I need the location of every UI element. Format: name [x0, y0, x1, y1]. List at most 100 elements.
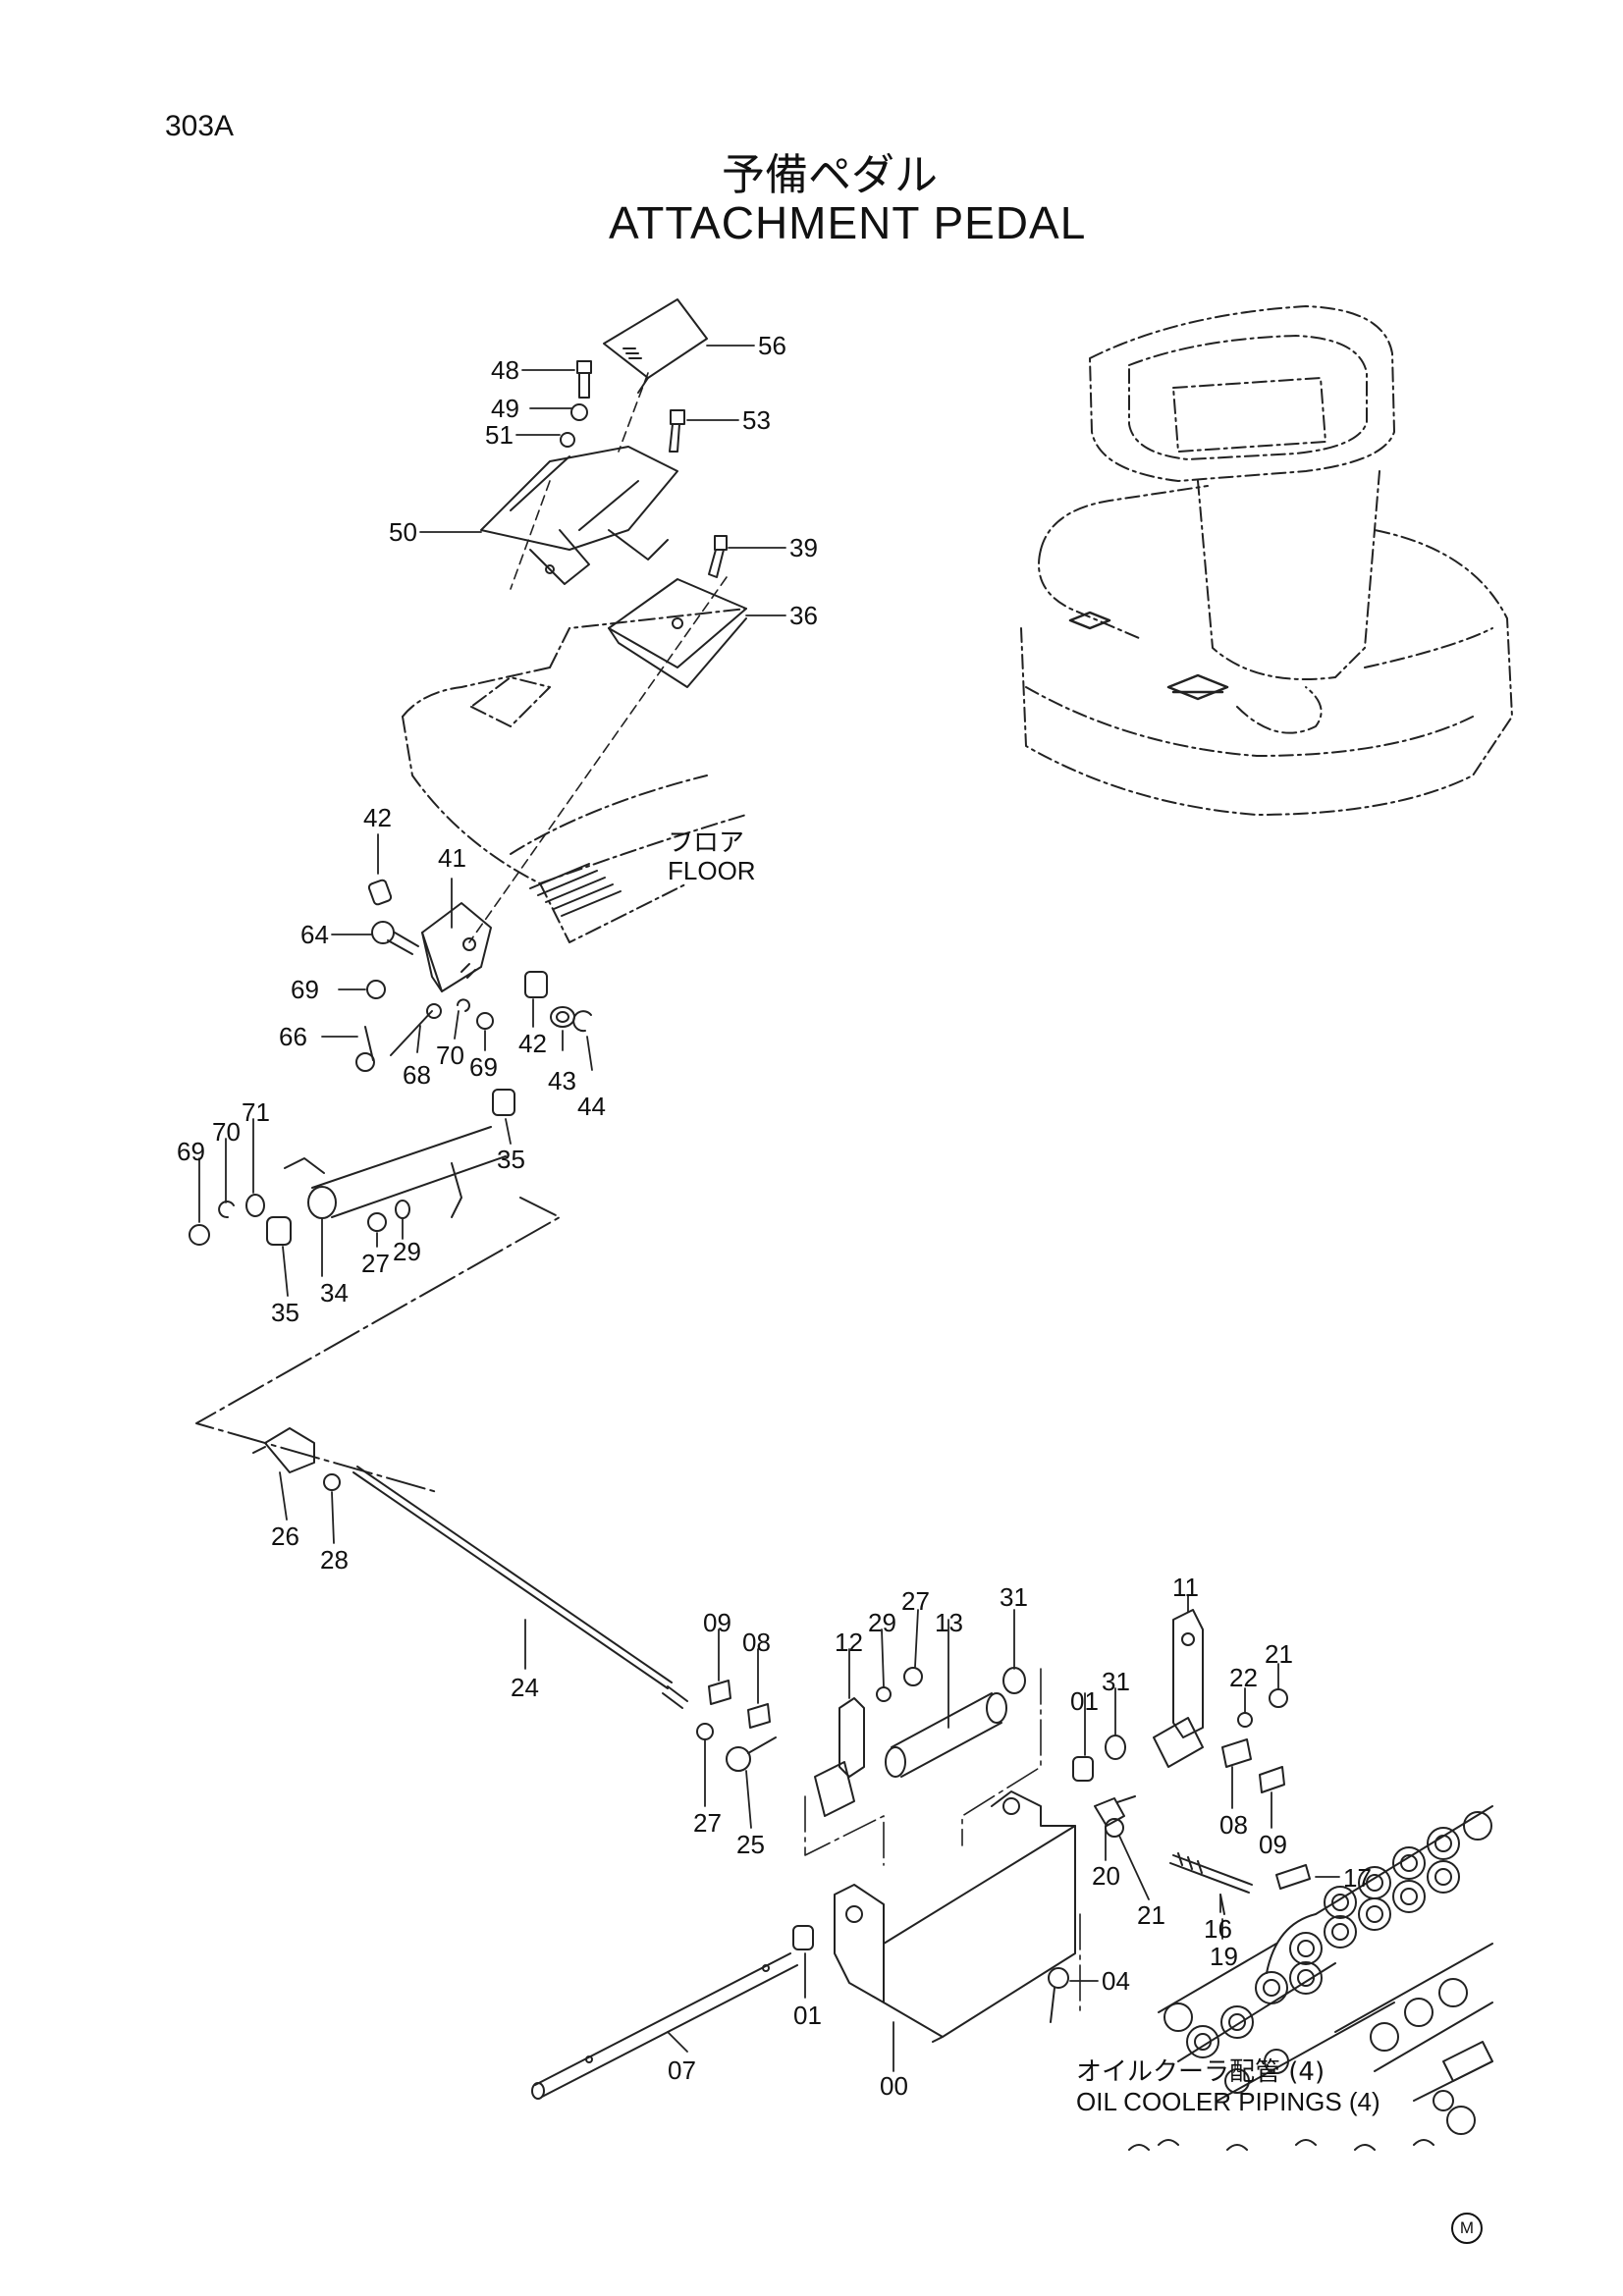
callout-48: 48 [491, 355, 519, 385]
callout-13: 13 [935, 1608, 963, 1637]
assembly-bracket-line [195, 1197, 561, 1493]
callout-09: 09 [703, 1608, 731, 1637]
cab-pedal-detail-icon [1068, 611, 1229, 701]
ball-joint-25-icon [726, 1736, 777, 1772]
callout-17: 17 [1343, 1863, 1372, 1893]
control-valve-block-part [1128, 1805, 1493, 2151]
pedal-cover-part [603, 298, 708, 394]
callout-42: 42 [363, 803, 392, 832]
callout-68: 68 [403, 1060, 431, 1090]
pedal-part [480, 446, 678, 585]
callout-01: 01 [1070, 1686, 1099, 1716]
callout-01-b: 01 [793, 2001, 822, 2030]
elbow-20-icon [1094, 1795, 1136, 1827]
title-japanese: 予備ペダル [722, 150, 938, 200]
callout-19: 19 [1210, 1942, 1238, 1971]
ring-29-icon [395, 1200, 410, 1219]
pin-09-icon [708, 1680, 731, 1705]
callout-22: 22 [1229, 1663, 1258, 1692]
callout-64: 64 [300, 920, 329, 949]
ring-43-icon [550, 1006, 575, 1028]
callout-56: 56 [758, 331, 786, 360]
callout-71: 71 [242, 1097, 270, 1127]
callout-29-b: 29 [868, 1608, 896, 1637]
floor-label-japanese: フロア [668, 828, 745, 858]
bolt-39-icon [708, 535, 728, 578]
callout-27-c: 27 [693, 1808, 722, 1838]
callout-11: 11 [1172, 1573, 1199, 1602]
nut-28-icon [323, 1473, 341, 1491]
callout-04: 04 [1102, 1966, 1130, 1996]
leader-lines [198, 345, 1340, 2072]
callout-08-b: 08 [1219, 1810, 1248, 1840]
pin-09b-icon [1259, 1766, 1285, 1793]
nut-27c-icon [696, 1723, 714, 1740]
nut-27-icon [367, 1212, 387, 1232]
callout-51: 51 [485, 420, 514, 450]
washer-51-icon [560, 432, 575, 448]
callout-25: 25 [736, 1830, 765, 1859]
callout-20: 20 [1092, 1861, 1120, 1891]
callout-70: 70 [436, 1041, 464, 1070]
floor-plate [402, 608, 747, 943]
assembly-guide-lines [468, 372, 728, 943]
washer-31b-icon [1105, 1735, 1126, 1760]
callout-29: 29 [393, 1237, 421, 1266]
callout-16: 16 [1204, 1914, 1232, 1944]
spring-pin-70-icon [457, 998, 470, 1012]
bolt-53-icon [669, 409, 685, 453]
bolt-04-icon [1048, 1967, 1069, 2023]
callout-08: 08 [742, 1628, 771, 1657]
ring-71-icon [245, 1194, 265, 1217]
callout-12: 12 [835, 1628, 863, 1657]
bushing-42-icon [367, 879, 393, 906]
callout-36: 36 [789, 601, 818, 630]
title-english: ATTACHMENT PEDAL [609, 197, 1087, 248]
stem-16-part [1169, 1852, 1253, 1894]
nut-69b-icon [476, 1012, 494, 1030]
callout-53: 53 [742, 405, 771, 435]
callout-66: 66 [279, 1022, 307, 1051]
callout-35: 35 [497, 1145, 525, 1174]
callout-00: 00 [880, 2071, 908, 2101]
callout-26: 26 [271, 1522, 299, 1551]
callout-21-b: 21 [1137, 1900, 1165, 1930]
nut-69c-icon [189, 1224, 210, 1246]
pin-08b-icon [1221, 1738, 1252, 1768]
bracket-outline-dashdot [804, 1668, 1081, 2013]
callout-42-b: 42 [518, 1029, 547, 1058]
nut-69-icon [366, 980, 386, 999]
callout-69-c: 69 [177, 1137, 205, 1166]
bracket-41-part [421, 902, 492, 992]
floor-hatch [529, 863, 622, 917]
bracket-plate-part [608, 578, 747, 688]
bushing-35-upper-icon [492, 1089, 515, 1116]
nut-21-icon [1269, 1688, 1288, 1708]
callout-41: 41 [438, 843, 466, 873]
rod-end-66-icon [355, 1026, 375, 1072]
callout-49: 49 [491, 394, 519, 423]
bushing-01-icon [1072, 1756, 1094, 1782]
oil-cooler-label: OIL COOLER PIPINGS (4) [1076, 2087, 1380, 2116]
callout-31: 31 [1000, 1582, 1028, 1612]
main-bracket-00-part [834, 1790, 1076, 2043]
ring-29b-icon [876, 1686, 892, 1702]
callout-35-b: 35 [271, 1298, 299, 1327]
floor-label: FLOOR [668, 856, 756, 885]
callout-69: 69 [291, 975, 319, 1004]
washer-31-icon [1002, 1667, 1026, 1694]
pin-08-icon [747, 1703, 771, 1729]
rod-end-26-icon [252, 1427, 315, 1473]
callout-70-b: 70 [212, 1117, 241, 1147]
oil-cooler-label-japanese: オイルクーラ配管 (4) [1076, 2057, 1325, 2087]
control-rod-24-part [352, 1466, 688, 1709]
callout-09-b: 09 [1259, 1830, 1287, 1859]
callout-44: 44 [577, 1092, 606, 1121]
bushing-42-lower-icon [524, 971, 548, 998]
snap-70-icon [218, 1201, 235, 1219]
callout-43: 43 [548, 1066, 576, 1095]
callout-27-b: 27 [901, 1586, 930, 1616]
fitting-17-icon [1275, 1864, 1311, 1890]
